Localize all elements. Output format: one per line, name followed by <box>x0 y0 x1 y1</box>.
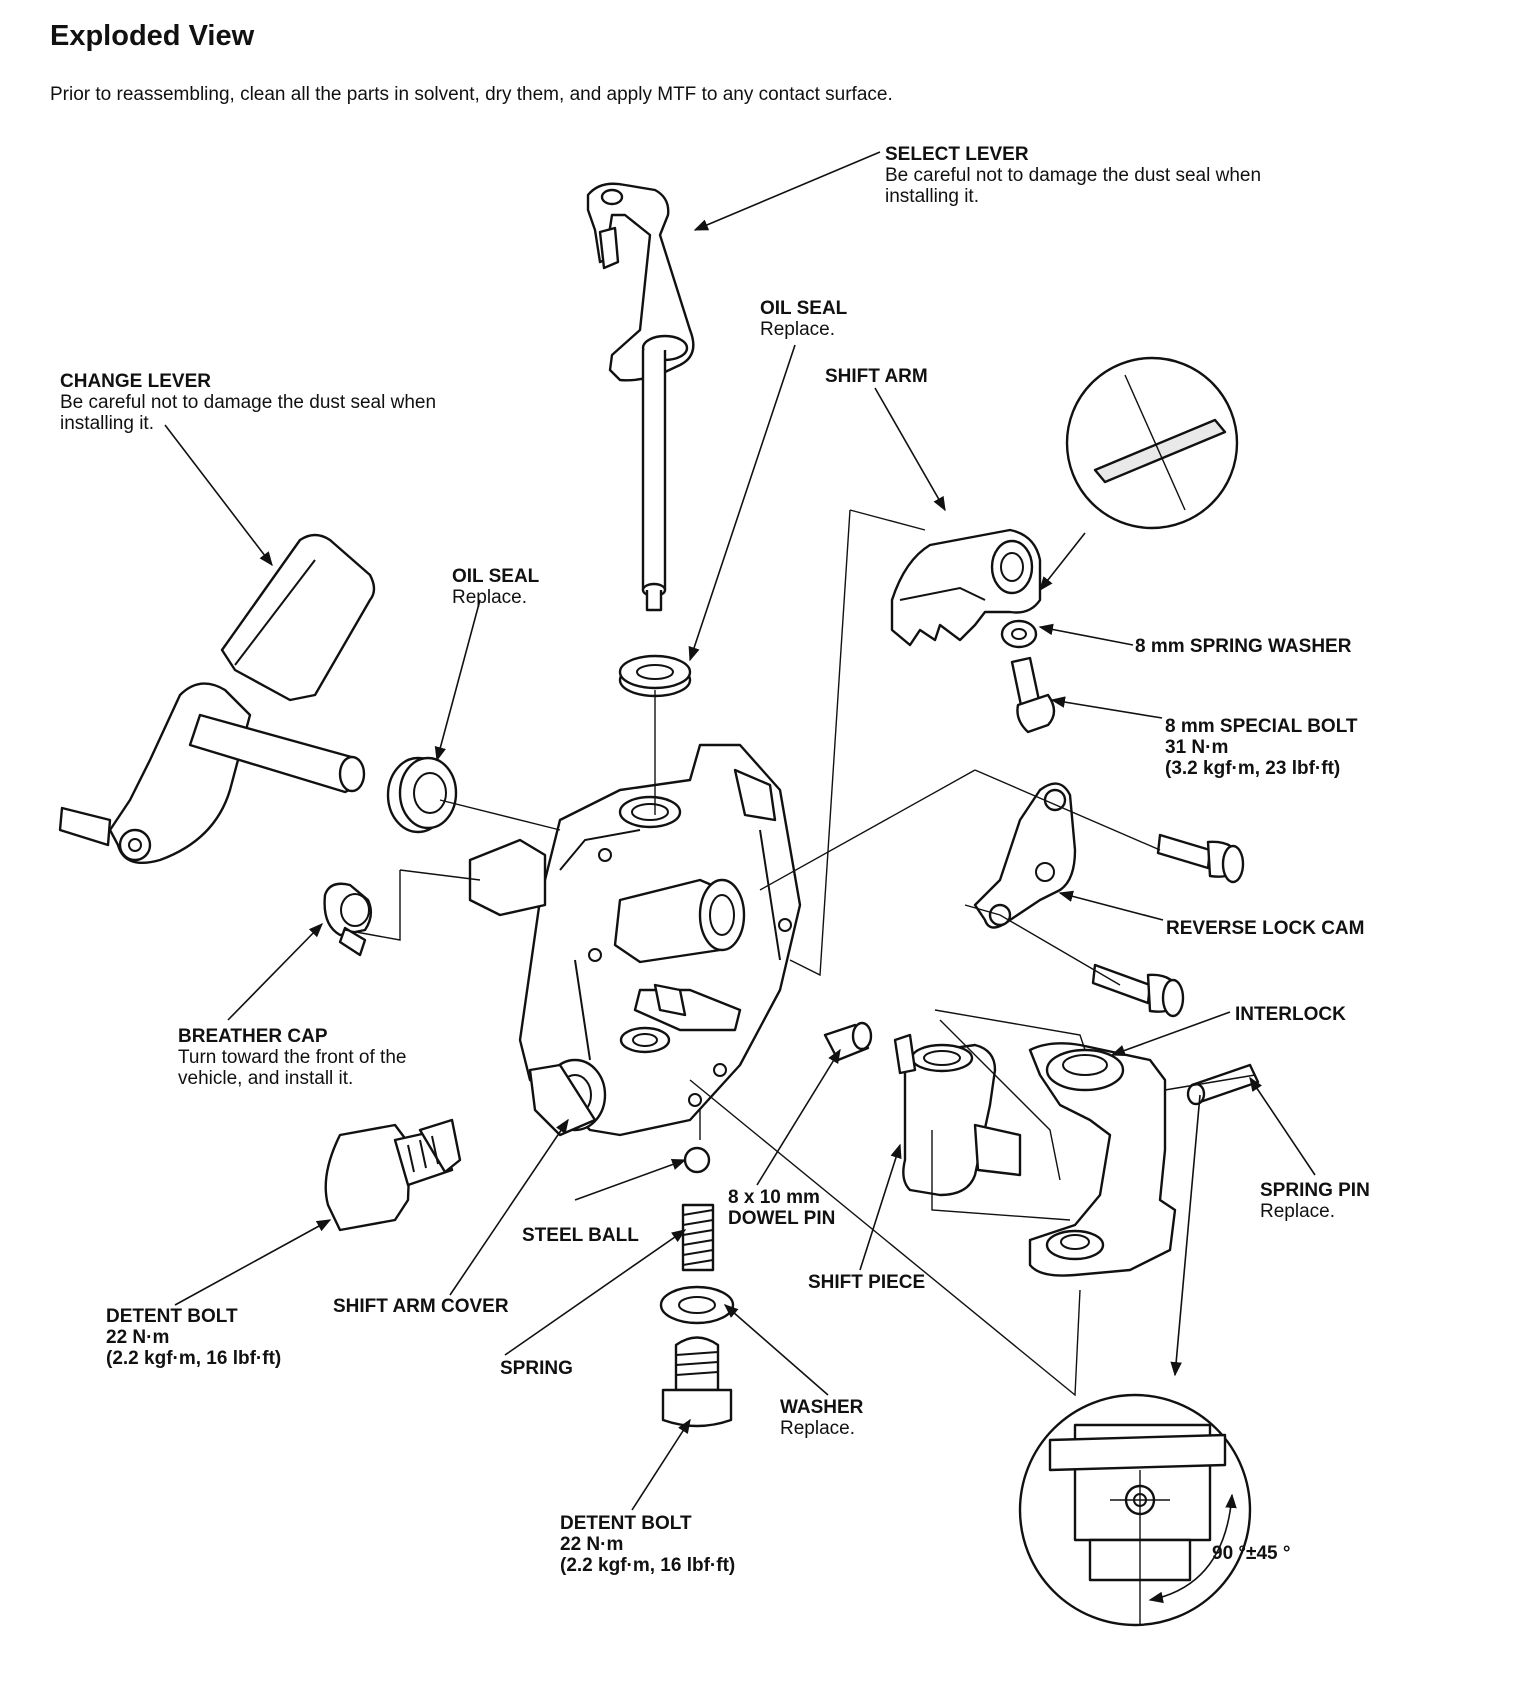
detent-bolt-left-torque-other: (2.2 kgf·m, 16 lbf·ft) <box>106 1348 282 1369</box>
oil-seal-top-title: OIL SEAL <box>760 298 848 319</box>
shift-arm-cover-title: SHIFT ARM COVER <box>333 1296 509 1317</box>
angle-spec-text: 90 °±45 ° <box>1212 1543 1291 1564</box>
label-oil-seal-left: OIL SEAL Replace. <box>452 566 539 608</box>
steel-ball-part <box>683 1146 711 1174</box>
label-detent-bolt-left: DETENT BOLT 22 N·m (2.2 kgf·m, 16 lbf·ft… <box>106 1306 281 1369</box>
washer-part <box>659 1285 735 1325</box>
assembly-guide-lines <box>344 509 1256 1397</box>
oil-seal-left-title: OIL SEAL <box>452 566 540 587</box>
change-lever-title: CHANGE LEVER <box>60 371 211 392</box>
spring-title: SPRING <box>500 1358 573 1379</box>
select-lever-note: Be careful not to damage the dust seal w… <box>885 165 1262 207</box>
oil-seal-top-note: Replace. <box>760 319 835 340</box>
washer-note: Replace. <box>780 1418 855 1439</box>
flange-bolt-lower <box>1091 963 1185 1018</box>
breather-cap-note: Turn toward the front of the vehicle, an… <box>178 1047 407 1089</box>
label-spring: SPRING <box>500 1358 573 1379</box>
special-bolt-torque-other: (3.2 kgf·m, 23 lbf·ft) <box>1165 758 1341 779</box>
spring-part <box>681 1203 715 1272</box>
label-interlock: INTERLOCK <box>1235 1004 1346 1025</box>
special-bolt-torque-nm: 31 N·m <box>1165 737 1229 758</box>
special-bolt-part <box>1010 656 1056 734</box>
label-reverse-lock-cam: REVERSE LOCK CAM <box>1166 918 1364 939</box>
change-lever-note: Be careful not to damage the dust seal w… <box>60 392 437 434</box>
label-special-bolt: 8 mm SPECIAL BOLT 31 N·m (3.2 kgf·m, 23 … <box>1165 716 1358 779</box>
shift-arm-cover-part <box>468 743 802 1137</box>
label-washer: WASHER Replace. <box>780 1397 863 1439</box>
spring-pin-title: SPRING PIN <box>1260 1180 1370 1201</box>
reverse-lock-cam-part <box>973 782 1077 929</box>
special-bolt-title: 8 mm SPECIAL BOLT <box>1165 716 1358 737</box>
dowel-pin-title: DOWEL PIN <box>728 1208 836 1229</box>
detent-bolt-left-torque-nm: 22 N·m <box>106 1327 170 1348</box>
detent-bolt-bottom-title: DETENT BOLT <box>560 1513 692 1534</box>
dowel-pin-size: 8 x 10 mm <box>728 1187 820 1208</box>
label-steel-ball: STEEL BALL <box>522 1225 639 1246</box>
spring-pin-detail-circle <box>1018 1393 1252 1627</box>
interlock-title: INTERLOCK <box>1235 1004 1346 1025</box>
spring-washer-title: 8 mm SPRING WASHER <box>1135 636 1352 657</box>
detent-bolt-left-part <box>324 1118 462 1232</box>
select-lever-title: SELECT LEVER <box>885 144 1029 165</box>
label-breather-cap: BREATHER CAP Turn toward the front of th… <box>178 1026 438 1089</box>
washer-title: WASHER <box>780 1397 864 1418</box>
flange-bolt-upper <box>1156 833 1245 884</box>
label-spring-washer: 8 mm SPRING WASHER <box>1135 636 1351 657</box>
shift-arm-detail-circle <box>1065 356 1239 530</box>
detent-bolt-bottom-part <box>661 1336 733 1428</box>
label-change-lever: CHANGE LEVER Be careful not to damage th… <box>60 371 450 434</box>
label-shift-piece: SHIFT PIECE <box>808 1272 925 1293</box>
shift-arm-title: SHIFT ARM <box>825 366 928 387</box>
leader-lines <box>164 151 1316 1511</box>
select-lever-part <box>586 182 695 612</box>
steel-ball-title: STEEL BALL <box>522 1225 639 1246</box>
detent-bolt-bottom-torque-other: (2.2 kgf·m, 16 lbf·ft) <box>560 1555 736 1576</box>
breather-cap-title: BREATHER CAP <box>178 1026 328 1047</box>
breather-cap-part <box>323 882 373 957</box>
oil-seal-left-part <box>386 756 458 834</box>
label-shift-arm-cover: SHIFT ARM COVER <box>333 1296 509 1317</box>
intro-text: Prior to reassembling, clean all the par… <box>50 84 893 105</box>
change-lever-part <box>58 533 376 865</box>
label-angle-spec: 90 °±45 ° <box>1212 1543 1290 1564</box>
oil-seal-left-note: Replace. <box>452 587 527 608</box>
dowel-pin-part <box>823 1021 873 1062</box>
detent-bolt-left-title: DETENT BOLT <box>106 1306 238 1327</box>
shift-arm-part <box>890 528 1042 647</box>
spring-pin-note: Replace. <box>1260 1201 1335 1222</box>
shift-piece-part <box>893 1033 1022 1197</box>
label-detent-bolt-bottom: DETENT BOLT 22 N·m (2.2 kgf·m, 16 lbf·ft… <box>560 1513 735 1576</box>
shift-piece-title: SHIFT PIECE <box>808 1272 926 1293</box>
label-dowel-pin: 8 x 10 mm DOWEL PIN <box>728 1187 835 1229</box>
reverse-lock-cam-title: REVERSE LOCK CAM <box>1166 918 1365 939</box>
label-spring-pin: SPRING PIN Replace. <box>1260 1180 1370 1222</box>
interlock-part <box>1028 1042 1177 1277</box>
page-title: Exploded View <box>50 20 255 52</box>
label-select-lever: SELECT LEVER Be careful not to damage th… <box>885 144 1275 207</box>
spring-washer-part <box>1000 619 1038 649</box>
detent-bolt-bottom-torque-nm: 22 N·m <box>560 1534 624 1555</box>
label-shift-arm: SHIFT ARM <box>825 366 928 387</box>
label-oil-seal-top: OIL SEAL Replace. <box>760 298 847 340</box>
